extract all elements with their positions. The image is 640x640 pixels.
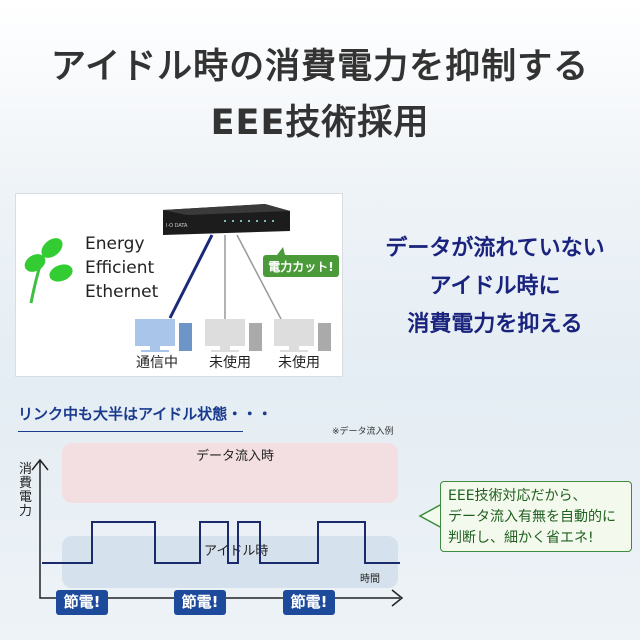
power-signal-line	[42, 521, 400, 564]
callout-line: 判断し、細かく省エネ!	[448, 530, 594, 546]
x-axis-arrow	[391, 589, 404, 607]
eee-leaf-icon	[24, 238, 73, 304]
switch-icon: I·O DATA	[163, 204, 290, 235]
low-label: アイドル時	[204, 544, 269, 559]
idle-cable-2	[236, 234, 282, 320]
power-cut-callout: 電力カット!	[263, 247, 339, 277]
axes	[39, 540, 400, 599]
y-axis-label: 消費電力	[19, 462, 33, 519]
svg-text:I·O DATA: I·O DATA	[166, 223, 188, 229]
eee-line: Ethernet	[85, 282, 159, 302]
right-text-line: 消費電力を抑える	[407, 312, 583, 337]
chart-subhead: リンク中も大半はアイドル状態・・・	[18, 405, 273, 423]
chart-note: ※データ流入例	[332, 427, 394, 437]
pc-icon-idle-1	[205, 319, 262, 352]
high-label: データ流入時	[196, 449, 275, 464]
data-inflow-band	[62, 443, 398, 503]
eee-callout: EEE技術対応だから、 データ流入有無を自動的に 判断し、細かく省エネ!	[440, 481, 632, 552]
right-text-line: データが流れていない	[385, 236, 605, 261]
callout-pointer	[418, 503, 443, 529]
callout-line: データ流入有無を自動的に	[448, 509, 616, 525]
x-axis-label: 時間	[360, 574, 380, 585]
pc-label: 未使用	[209, 355, 251, 371]
pc-label: 未使用	[278, 355, 320, 371]
power-save-badge: 節電!	[283, 590, 335, 615]
subhead-underline	[18, 431, 243, 432]
svg-text:電力カット!: 電力カット!	[268, 259, 333, 274]
eee-line: Energy	[85, 234, 145, 254]
eee-line: Efficient	[85, 258, 155, 278]
network-diagram: I·O DATA 電力カット!	[24, 204, 339, 352]
active-cable	[168, 234, 214, 319]
power-save-badge: 節電!	[174, 590, 226, 615]
eee-text: Energy Efficient Ethernet	[85, 232, 158, 304]
pc-label: 通信中	[136, 355, 178, 371]
power-save-badge: 節電!	[56, 590, 108, 615]
pc-icon-active	[135, 319, 192, 352]
title-line1: アイドル時の消費電力を抑制する	[50, 47, 590, 87]
pc-icon-idle-2	[274, 319, 331, 352]
right-text-line: アイドル時に	[429, 274, 561, 299]
title-line2: EEE技術採用	[210, 103, 430, 143]
y-axis-arrow	[31, 458, 49, 540]
callout-line: EEE技術対応だから、	[448, 488, 587, 504]
